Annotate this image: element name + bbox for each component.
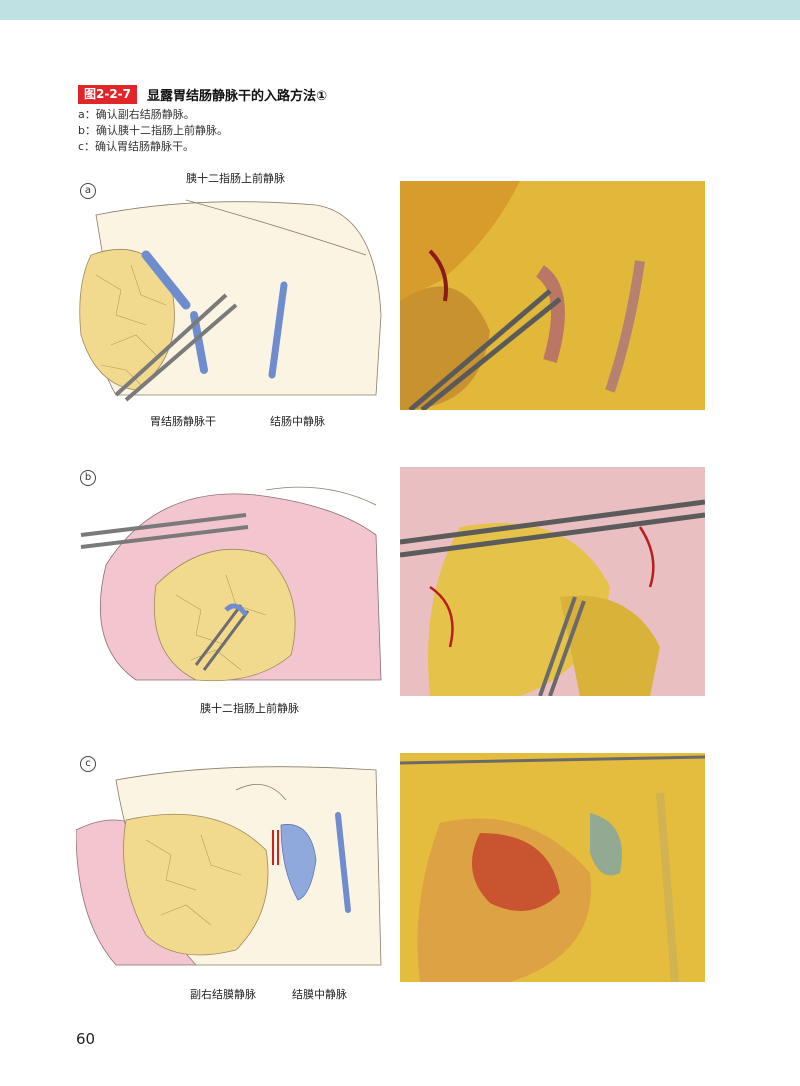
- caption-b: b：确认胰十二指肠上前静脉。: [78, 124, 228, 137]
- caption-c: c：确认胃结肠静脉干。: [78, 140, 195, 153]
- panel-c-illustration: [76, 766, 382, 966]
- figure-header: 图2-2-7 显露胃结肠静脉干的入路方法①: [78, 84, 327, 104]
- figure-title: 显露胃结肠静脉干的入路方法①: [147, 88, 328, 104]
- panel-b-illustration: [80, 486, 382, 682]
- panel-c-label: c: [80, 756, 96, 772]
- panel-a-photo: [400, 181, 705, 410]
- panel-a-illustration: [79, 199, 382, 402]
- label-c-accessory-right-colic-vein: 副右结膜静脉: [190, 988, 256, 1001]
- page-number: 60: [76, 1030, 96, 1048]
- panel-b-label: b: [80, 470, 96, 486]
- label-c-middle-colic-vein: 结膜中静脉: [292, 988, 347, 1001]
- label-a-middle-colic-vein: 结肠中静脉: [270, 415, 325, 428]
- figure-number-badge: 图2-2-7: [78, 84, 138, 104]
- label-a-gastrocolic-trunk: 胃结肠静脉干: [150, 415, 216, 428]
- top-decorative-band: [0, 0, 800, 20]
- label-a-pancreaticoduodenal-vein: 胰十二指肠上前静脉: [186, 172, 285, 185]
- panel-a-label: a: [80, 183, 96, 199]
- label-b-pancreaticoduodenal-vein: 胰十二指肠上前静脉: [200, 702, 299, 715]
- panel-b-photo: [400, 467, 705, 696]
- panel-c-photo: [400, 753, 705, 982]
- caption-a: a：确认副右结肠静脉。: [78, 108, 195, 121]
